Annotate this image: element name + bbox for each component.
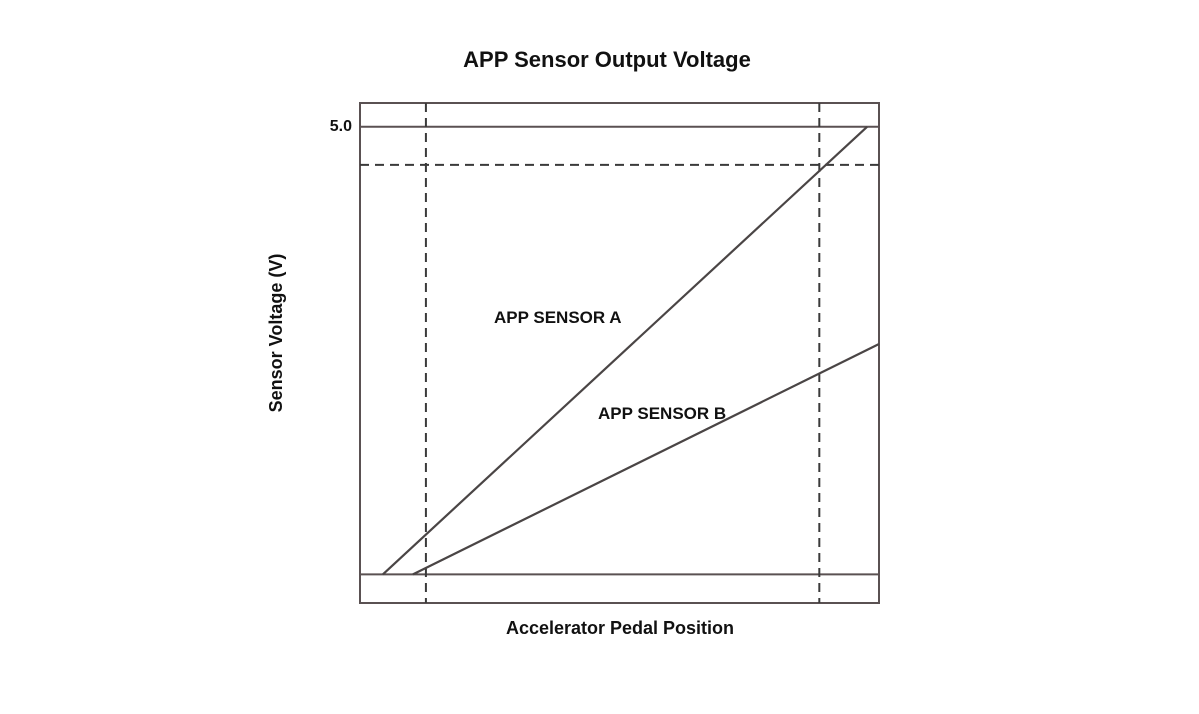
series-label-app-sensor-a: APP SENSOR A bbox=[494, 308, 622, 327]
plot-frame bbox=[359, 102, 880, 604]
x-axis-label: Accelerator Pedal Position bbox=[506, 618, 734, 638]
y-axis-label: Sensor Voltage (V) bbox=[266, 254, 286, 413]
y-tick-label-5: 5.0 bbox=[330, 118, 352, 135]
series-line-app-sensor-b bbox=[412, 343, 880, 576]
series-line-app-sensor-a bbox=[382, 125, 868, 576]
chart-title: APP Sensor Output Voltage bbox=[463, 47, 751, 72]
series-label-app-sensor-b: APP SENSOR B bbox=[598, 404, 726, 423]
plot-area bbox=[359, 102, 880, 604]
